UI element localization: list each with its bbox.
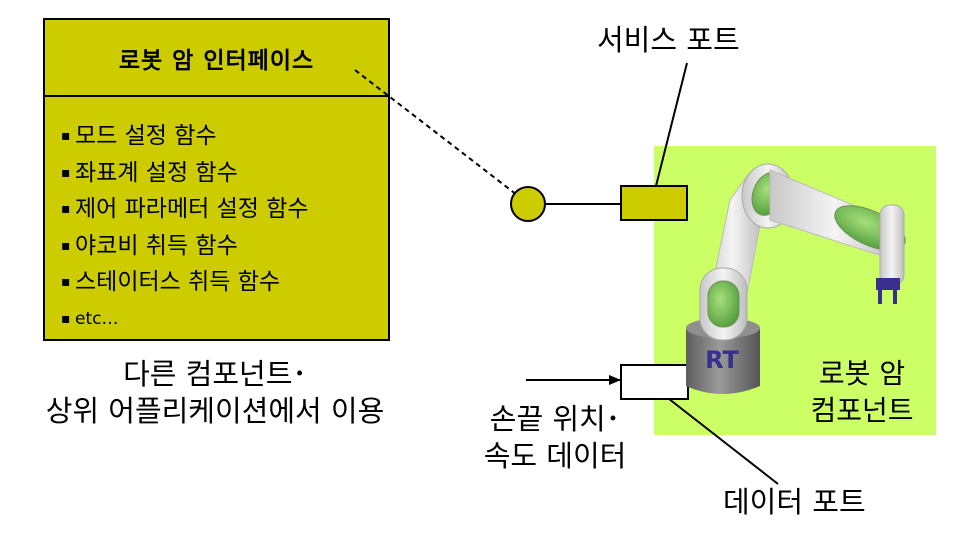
data-input-line-1: 손끝 위치･ (489, 402, 621, 436)
list-item: ▪제어 파라메터 설정 함수 (61, 196, 309, 222)
list-item: ▪스테이터스 취득 함수 (61, 269, 281, 295)
interface-port-circle (510, 186, 546, 222)
robot-arm-component-label: 로봇 암 컴포넌트 (782, 355, 942, 429)
list-item: ▪좌표계 설정 함수 (61, 159, 238, 186)
list-item: ▪야코비 취득 함수 (61, 232, 238, 259)
component-label-line-1: 로봇 암 (818, 357, 906, 390)
service-port (620, 185, 688, 221)
robot-rt-logo: RT (705, 346, 739, 374)
list-item: ▪모드 설정 함수 (61, 123, 217, 149)
data-port-leader-line (654, 387, 779, 485)
interface-dashed-link (354, 69, 531, 206)
interface-function-list: ▪모드 설정 함수 ▪좌표계 설정 함수 ▪제어 파라메터 설정 함수 ▪야코비… (61, 118, 309, 337)
data-port (620, 364, 689, 400)
caption-line-2: 상위 어플리케이션에서 이용 (45, 394, 385, 428)
service-port-label: 서비스 포트 (597, 23, 740, 57)
interface-usage-caption: 다른 컴포넌트･ 상위 어플리케이션에서 이용 (0, 356, 430, 430)
robot-wrist (876, 204, 905, 304)
list-item: ▪etc… (61, 308, 119, 329)
interface-title: 로봇 암 인터페이스 (118, 47, 315, 74)
robot-arm-interface-box: 로봇 암 인터페이스 ▪모드 설정 함수 ▪좌표계 설정 함수 ▪제어 파라메터… (43, 18, 390, 341)
hand-position-speed-data-label: 손끝 위치･ 속도 데이터 (455, 401, 655, 475)
caption-line-1: 다른 컴포넌트･ (123, 357, 307, 391)
interface-title-row: 로봇 암 인터페이스 (45, 20, 388, 97)
data-input-line-2: 속도 데이터 (483, 439, 627, 473)
service-port-leader-line (655, 62, 688, 187)
component-label-line-2: 컴포넌트 (810, 394, 914, 427)
data-port-label: 데이터 포트 (723, 485, 866, 519)
